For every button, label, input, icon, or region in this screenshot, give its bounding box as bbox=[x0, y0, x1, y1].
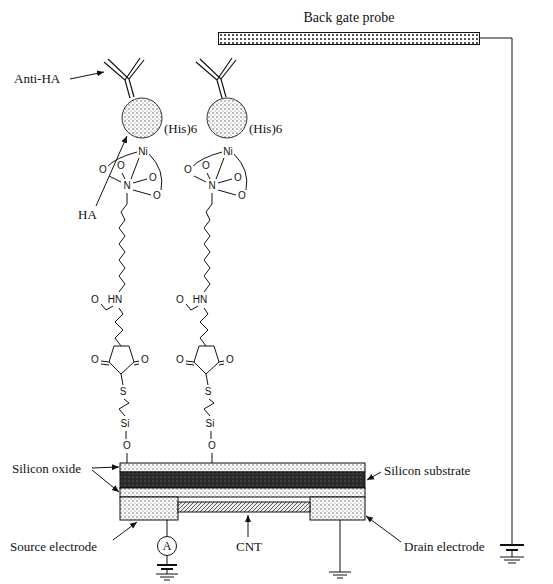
atom-label: O bbox=[148, 173, 158, 183]
atom-label: O bbox=[183, 165, 193, 175]
part-label: Silicon substrate bbox=[384, 464, 470, 477]
atom-label: O bbox=[233, 173, 243, 183]
atom-label: Ni bbox=[222, 147, 233, 157]
probe-heading: Back gate probe bbox=[219, 11, 479, 25]
tag-label: (His)6 bbox=[164, 122, 197, 135]
atom-label: O bbox=[175, 295, 185, 305]
atom-label: S bbox=[204, 387, 213, 397]
atom-label: O bbox=[201, 161, 211, 171]
atom-label: Si bbox=[205, 419, 216, 429]
atom-label: Ni bbox=[137, 147, 148, 157]
part-label: Drain electrode bbox=[404, 540, 484, 553]
atom-label: O bbox=[140, 355, 150, 365]
atom-label: O bbox=[122, 441, 132, 451]
ammeter: A bbox=[157, 536, 177, 556]
atom-label: O bbox=[237, 191, 247, 201]
part-label: Source electrode bbox=[10, 540, 97, 553]
atom-label: O bbox=[152, 191, 162, 201]
atom-label: O bbox=[175, 355, 185, 365]
part-label: HA bbox=[78, 208, 97, 221]
atom-label: N bbox=[122, 181, 131, 191]
atom-label: O bbox=[90, 295, 100, 305]
atom-label: O bbox=[207, 441, 217, 451]
atom-label: O bbox=[98, 165, 108, 175]
atom-label: N bbox=[207, 181, 216, 191]
part-label: CNT bbox=[236, 540, 262, 553]
tag-label: (His)6 bbox=[249, 122, 282, 135]
part-label: Silicon oxide bbox=[12, 462, 81, 475]
atom-label: O bbox=[225, 355, 235, 365]
part-label: Anti-HA bbox=[14, 72, 60, 85]
atom-label: Si bbox=[120, 419, 131, 429]
atom-label: HN bbox=[107, 295, 123, 305]
gate-probe: Back gate probe bbox=[218, 32, 480, 45]
atom-label: O bbox=[90, 355, 100, 365]
atom-label: O bbox=[116, 161, 126, 171]
meter-symbol: A bbox=[163, 540, 172, 552]
atom-label: HN bbox=[192, 295, 208, 305]
atom-label: S bbox=[119, 387, 128, 397]
